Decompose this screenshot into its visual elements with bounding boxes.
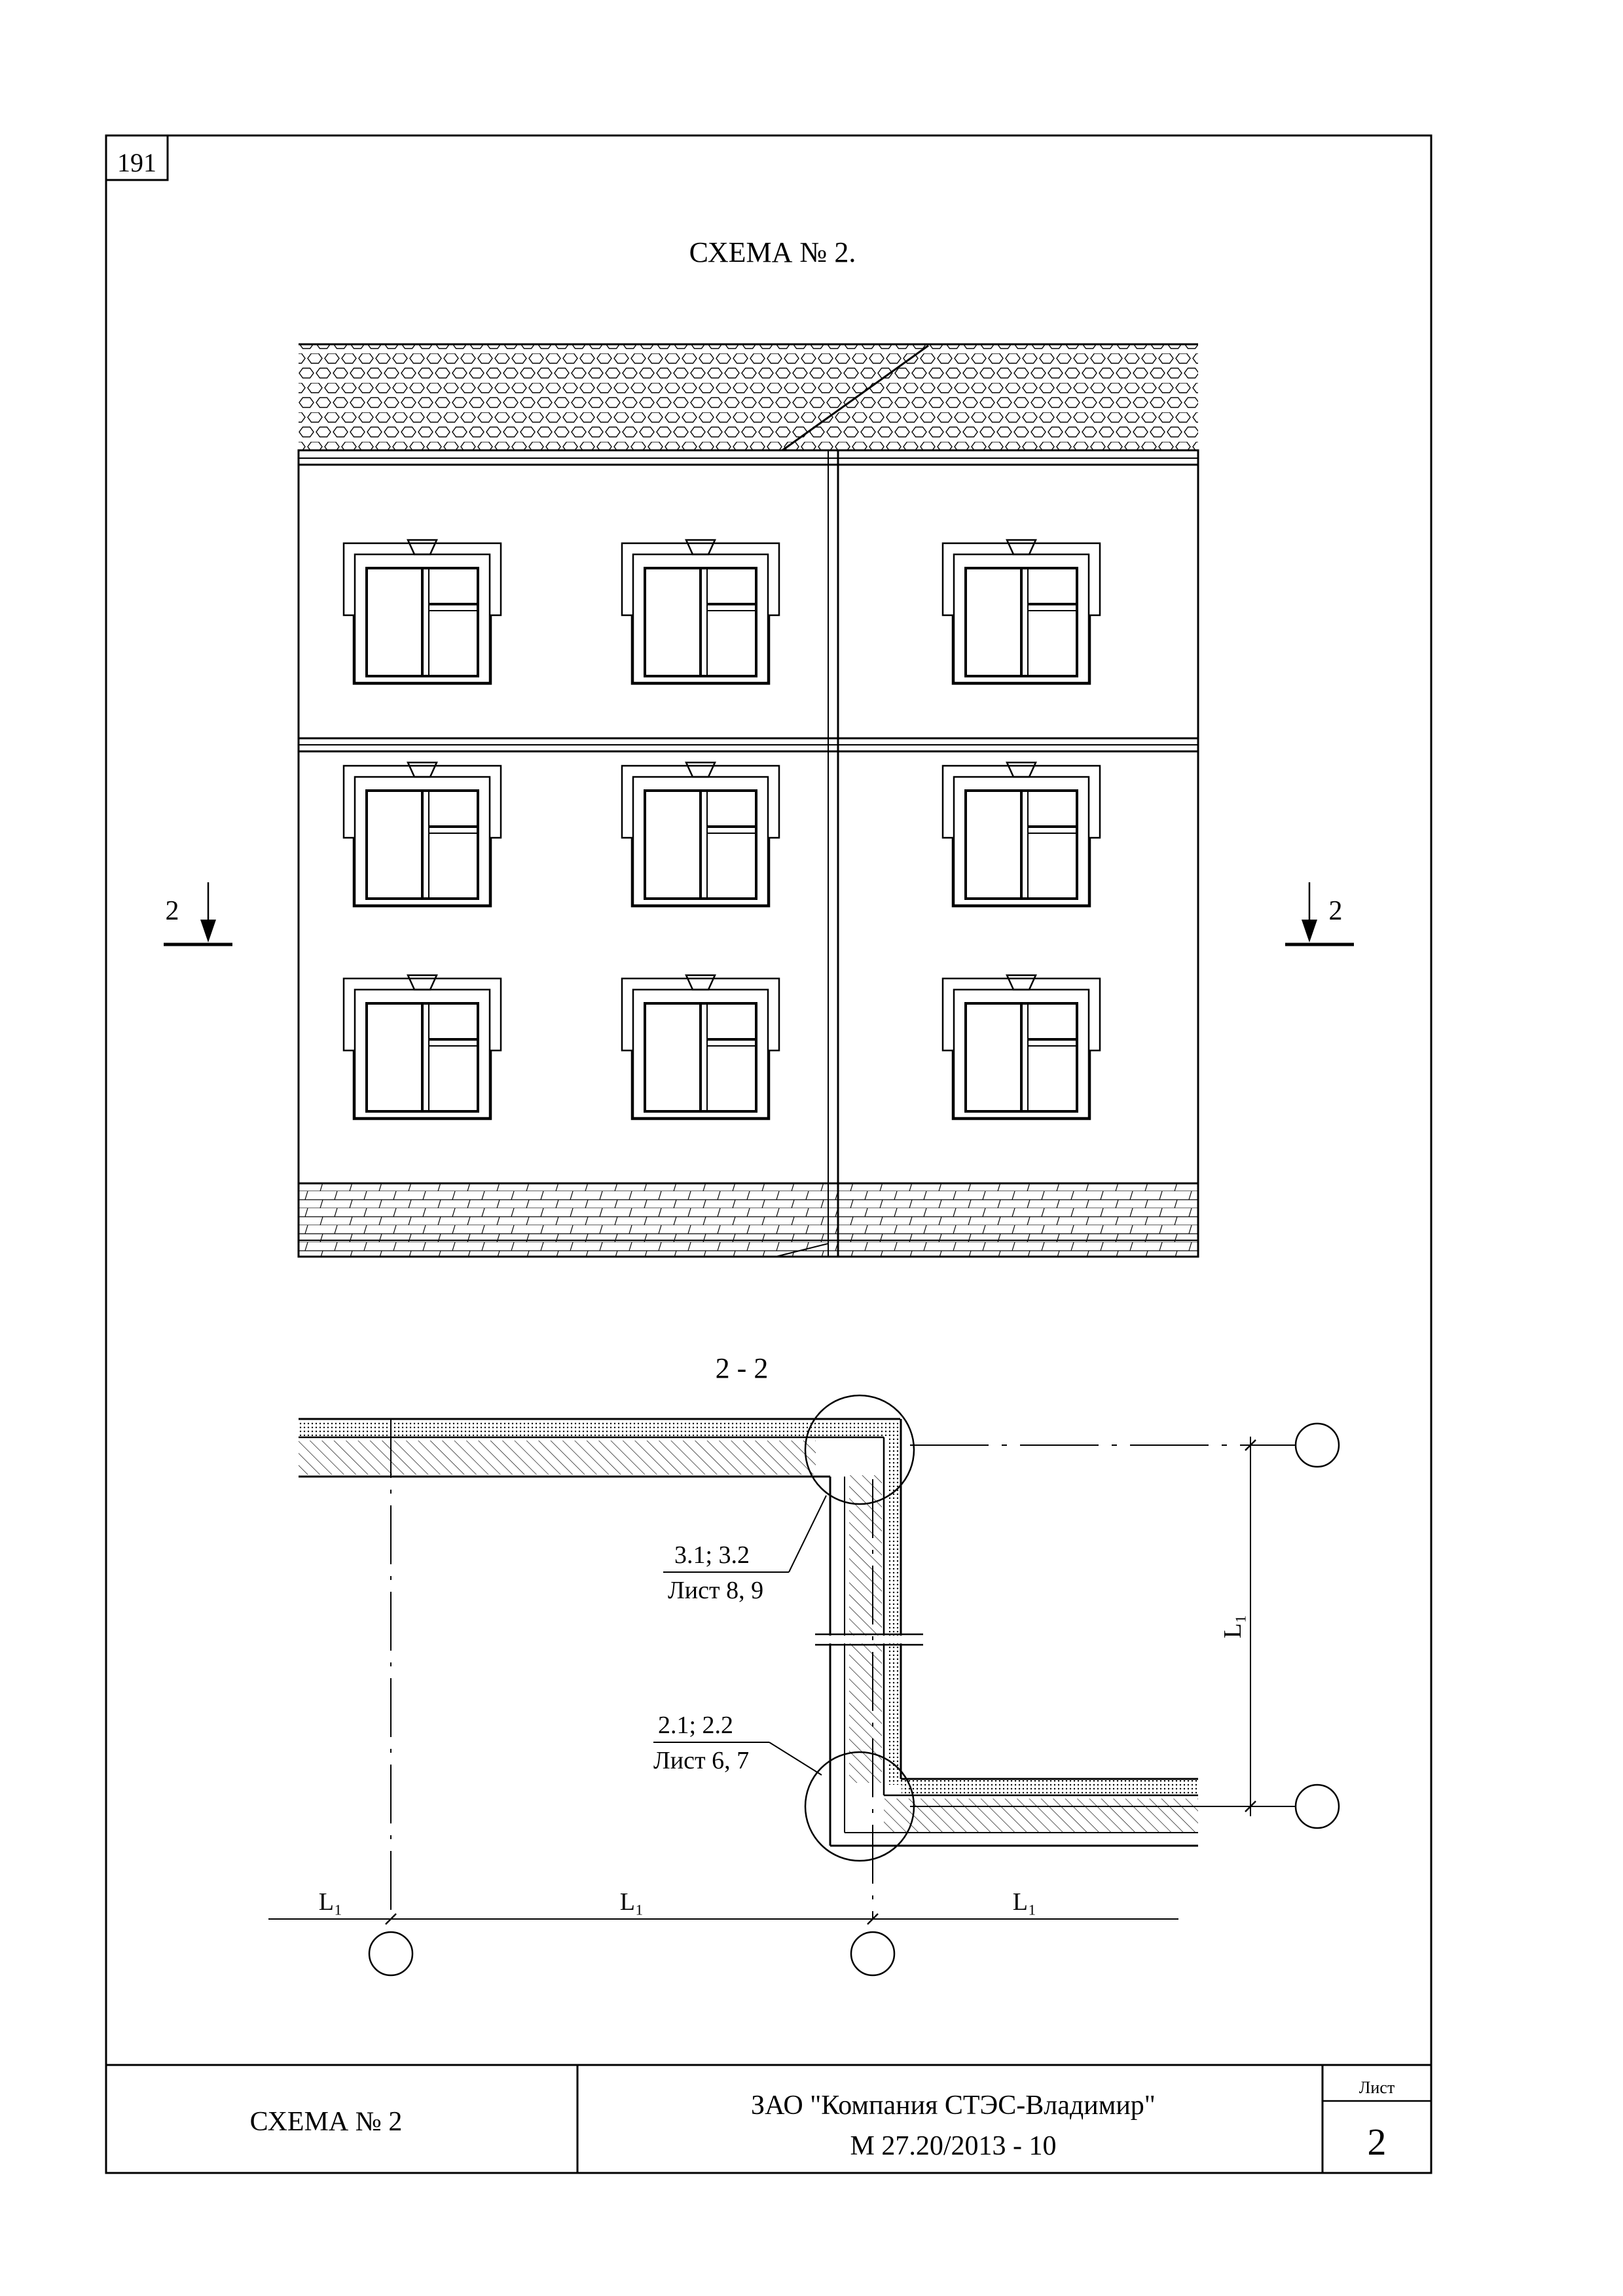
window bbox=[342, 539, 502, 685]
building-outline bbox=[297, 449, 1199, 1258]
arrow-down-icon bbox=[1302, 920, 1317, 942]
dimension-label: L₁ bbox=[620, 1888, 644, 1916]
window bbox=[342, 761, 502, 908]
callout-sheets: Лист 8, 9 bbox=[668, 1577, 763, 1604]
facade-elevation bbox=[297, 343, 1199, 1258]
window bbox=[621, 539, 780, 685]
callout-nodes: 3.1; 3.2 bbox=[674, 1541, 750, 1569]
callout-sheets: Лист 6, 7 bbox=[653, 1747, 749, 1774]
plinth-brick bbox=[299, 1183, 1198, 1257]
roof-split-line bbox=[782, 344, 929, 452]
sheet-number: 2 bbox=[1368, 2121, 1387, 2163]
dimension-label: L₁ bbox=[1013, 1888, 1036, 1916]
section-marker-left: 2 bbox=[164, 882, 232, 946]
sheet-frame bbox=[105, 134, 1432, 2174]
detail-circle-upper bbox=[804, 1394, 915, 1505]
section-marker-label: 2 bbox=[1329, 896, 1343, 926]
dimension-label: L₁ bbox=[1219, 1615, 1247, 1638]
callout-upper: 3.1; 3.2 Лист 8, 9 bbox=[663, 1495, 827, 1604]
grid-axis-bubble bbox=[1294, 1784, 1340, 1829]
section-plan bbox=[299, 1394, 1198, 1862]
drawing-name: СХЕМА № 2 bbox=[250, 2107, 403, 2137]
grid-axis-bubble bbox=[368, 1931, 414, 1977]
document-code: М 27.20/2013 - 10 bbox=[850, 2131, 1057, 2161]
section-title: 2 - 2 bbox=[716, 1352, 769, 1384]
page-number-box bbox=[105, 134, 169, 181]
title-block: СХЕМА № 2 ЗАО "Компания СТЭС-Владимир" М… bbox=[106, 2064, 1431, 2173]
window bbox=[342, 974, 502, 1121]
scheme-title: СХЕМА № 2. bbox=[689, 236, 856, 268]
window bbox=[941, 974, 1101, 1121]
window bbox=[941, 761, 1101, 908]
grid-axis-bubble bbox=[1294, 1422, 1340, 1468]
grid-axis-bubble bbox=[850, 1931, 896, 1977]
sheet-label: Лист bbox=[1359, 2078, 1395, 2097]
grid-axes bbox=[368, 1419, 1340, 1977]
arrow-down-icon bbox=[200, 920, 216, 942]
callout-lower: 2.1; 2.2 Лист 6, 7 bbox=[653, 1712, 822, 1776]
window bbox=[621, 761, 780, 908]
section-marker-label: 2 bbox=[166, 896, 179, 926]
dimension-label: L₁ bbox=[319, 1888, 342, 1916]
roof-tiles bbox=[299, 344, 1198, 450]
dimensions: L₁ L₁ L₁ L₁ bbox=[268, 1437, 1256, 1925]
page-number: 191 bbox=[117, 148, 156, 177]
section-marker-right: 2 bbox=[1285, 882, 1354, 946]
window bbox=[621, 974, 780, 1121]
company-name: ЗАО "Компания СТЭС-Владимир" bbox=[751, 2090, 1156, 2121]
window bbox=[941, 539, 1101, 685]
callout-nodes: 2.1; 2.2 bbox=[658, 1712, 733, 1739]
